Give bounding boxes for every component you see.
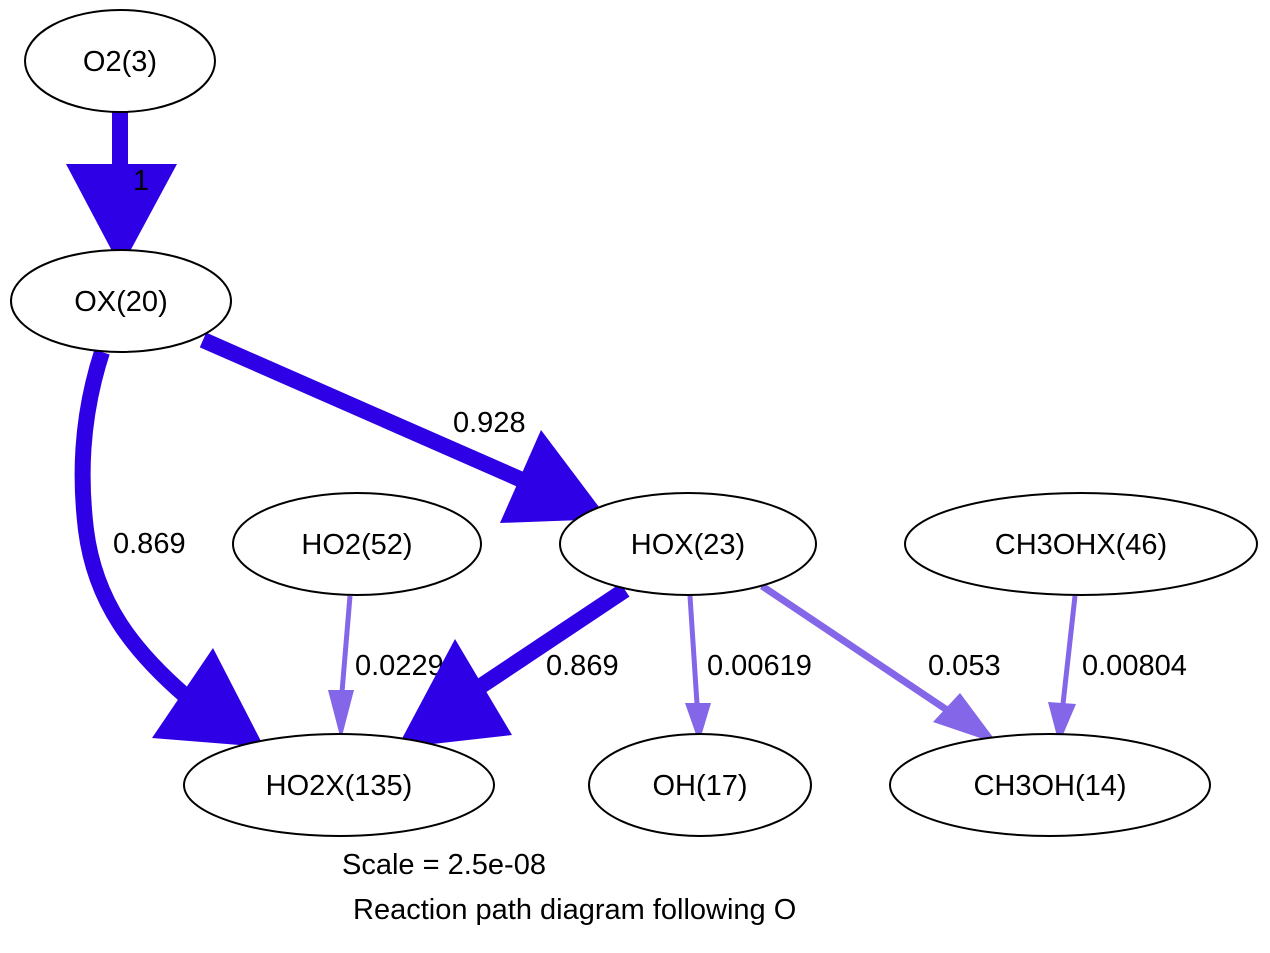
diagram-title: Reaction path diagram following O — [353, 894, 796, 926]
node-ho2: HO2(52) — [232, 492, 482, 596]
node-hox-shape — [559, 492, 817, 596]
edge-ch3ohx-ch3oh-label: 0.00804 — [1082, 650, 1187, 682]
node-oh-label: OH(17) — [652, 770, 747, 802]
node-ho2x: HO2X(135) — [183, 733, 495, 837]
node-ch3ohx-shape — [904, 492, 1258, 596]
edge-ox-hox-line — [199, 332, 526, 488]
edge-hox-ch3oh-arrowhead — [933, 693, 998, 744]
edge-ox-ho2x-label: 0.869 — [113, 528, 186, 560]
edge-hox-ho2x-line — [470, 583, 630, 697]
node-o2: O2(3) — [24, 9, 216, 113]
edge-o2-ox-label: 1 — [133, 165, 149, 197]
node-hox: HOX(23) — [559, 492, 817, 596]
node-ho2-label: HO2(52) — [301, 529, 412, 561]
edge-hox-oh-line — [687, 595, 700, 705]
node-ho2x-label: HO2X(135) — [266, 770, 413, 802]
edge-ox-hox-label: 0.928 — [453, 407, 526, 439]
node-ox-shape — [10, 249, 232, 353]
node-o2-label: O2(3) — [83, 46, 157, 78]
edge-hox-oh-arrowhead — [685, 703, 711, 743]
scale-caption: Scale = 2.5e-08 — [342, 849, 546, 881]
node-o2-shape — [24, 9, 216, 113]
edge-ox-ho2x-arrowhead — [152, 648, 264, 747]
edge-ho2-ho2x: 0.0229 — [328, 595, 444, 740]
edge-hox-ch3oh: 0.053 — [760, 583, 1001, 744]
edge-ox-ho2x: 0.869 — [74, 349, 264, 747]
edge-ho2-ho2x-label: 0.0229 — [355, 650, 444, 682]
node-ch3ohx: CH3OHX(46) — [904, 492, 1258, 596]
edge-ho2-ho2x-arrowhead — [328, 690, 354, 740]
edge-ch3ohx-ch3oh: 0.00804 — [1048, 595, 1187, 744]
edge-hox-oh: 0.00619 — [685, 595, 812, 743]
edge-ch3ohx-ch3oh-line — [1060, 595, 1078, 705]
node-ch3oh-shape — [889, 733, 1211, 837]
edge-hox-oh-label: 0.00619 — [707, 650, 812, 682]
node-ch3oh: CH3OH(14) — [889, 733, 1211, 837]
node-ch3oh-label: CH3OH(14) — [973, 770, 1126, 802]
node-ch3ohx-label: CH3OHX(46) — [995, 529, 1167, 561]
edge-hox-ch3oh-line — [760, 583, 952, 715]
node-oh: OH(17) — [588, 733, 812, 837]
node-ox: OX(20) — [10, 249, 232, 353]
edge-ox-ho2x-line — [74, 349, 201, 711]
node-ho2-shape — [232, 492, 482, 596]
edge-ox-hox-arrowhead — [500, 430, 608, 523]
node-ox-label: OX(20) — [74, 286, 167, 318]
edge-hox-ho2x-arrowhead — [397, 639, 512, 748]
node-hox-label: HOX(23) — [631, 529, 745, 561]
edge-hox-ho2x-label: 0.869 — [546, 650, 619, 682]
node-ho2x-shape — [183, 733, 495, 837]
edge-ch3ohx-ch3oh-arrowhead — [1048, 702, 1076, 744]
node-oh-shape — [588, 733, 812, 837]
edge-o2-ox: 1 — [66, 112, 177, 268]
edge-hox-ch3oh-label: 0.053 — [928, 650, 1001, 682]
edge-o2-ox-arrowhead — [66, 164, 177, 268]
edge-ho2-ho2x-line — [339, 595, 353, 693]
edge-hox-ho2x: 0.869 — [397, 583, 630, 748]
edge-ox-hox: 0.928 — [199, 332, 608, 523]
